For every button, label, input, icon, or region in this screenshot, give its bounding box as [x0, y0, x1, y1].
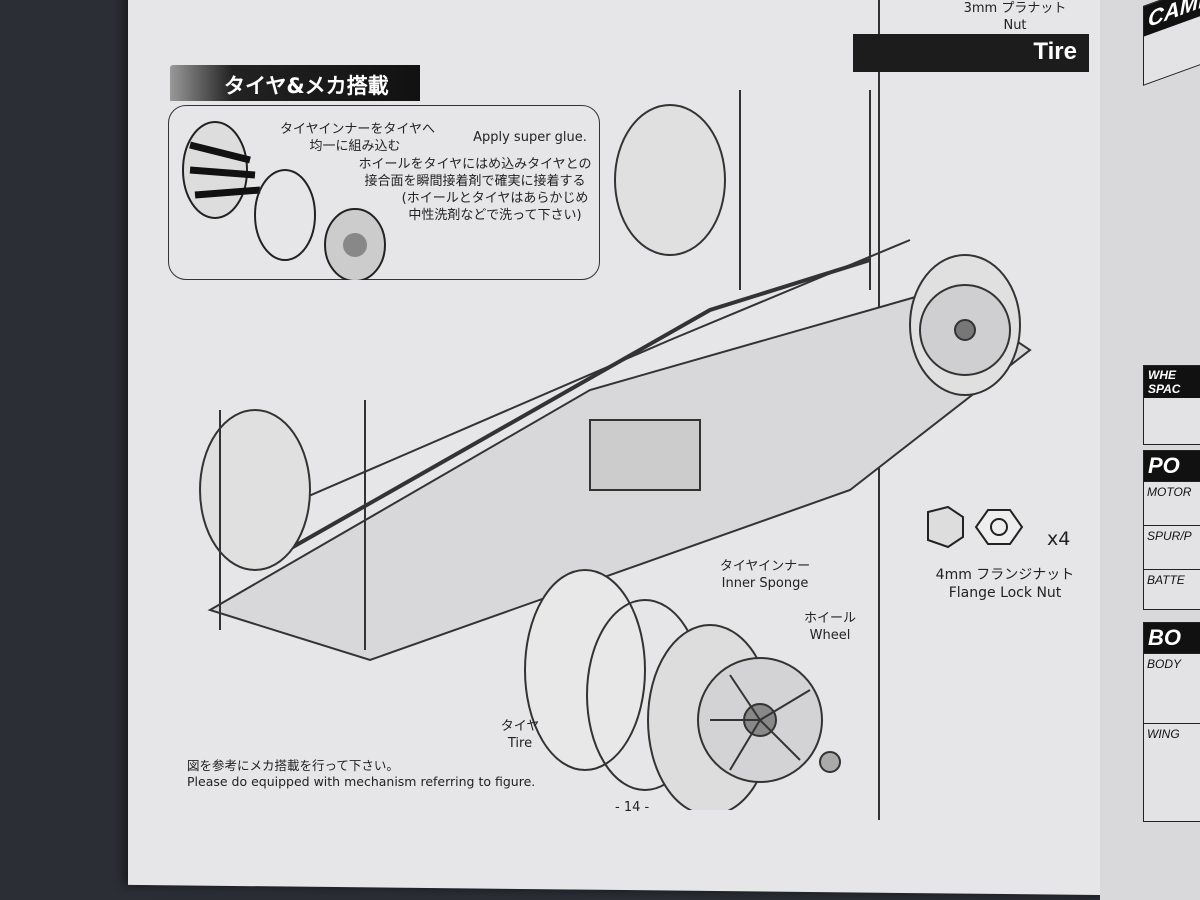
- battery-row: BATTE: [1144, 569, 1200, 613]
- callout-line-5: (ホイールとタイヤはあらかじめ: [401, 191, 589, 206]
- apply-glue: Apply super glue.: [473, 130, 587, 145]
- power-box: PO MOTOR SPUR/P BATTE: [1143, 450, 1200, 610]
- flange-nut-label: 4mm フランジナット Flange Lock Nut: [920, 566, 1090, 602]
- inner-jp: タイヤインナー: [719, 559, 811, 574]
- callout-box: [168, 105, 600, 280]
- wheel-jp: ホイール: [803, 611, 856, 626]
- tire-label: タイヤ Tire: [480, 718, 560, 752]
- callout-line-4: 接合面を瞬間接着剤で確実に接着する: [364, 174, 586, 189]
- wheel-spacer-box: WHE SPAC: [1143, 365, 1200, 445]
- page-number: - 14 -: [615, 800, 650, 815]
- body-row: BODY: [1144, 653, 1200, 723]
- chassis-illustration: [199, 90, 1032, 810]
- motor-row: MOTOR: [1144, 481, 1200, 525]
- nut-quantity: x4: [1047, 528, 1071, 550]
- nut-en-label: Flange Lock Nut: [948, 585, 1062, 601]
- callout-line-1: タイヤインナーをタイヤへ: [280, 122, 435, 137]
- body-box: BO BODY WING: [1143, 622, 1200, 822]
- wheel-en: Wheel: [809, 628, 851, 643]
- section-title: タイヤ&メカ搭載: [170, 65, 420, 101]
- wheel-spacer-header: WHE SPAC: [1144, 366, 1200, 398]
- camber-header: CAMB: [1144, 0, 1200, 37]
- inner-sponge-label: タイヤインナー Inner Sponge: [700, 558, 830, 592]
- tire-en: Tire: [507, 736, 533, 751]
- wing-row: WING: [1144, 723, 1200, 767]
- nut-jp: 3mm プラナット: [963, 1, 1067, 16]
- note-en: Please do equipped with mechanism referr…: [187, 774, 536, 789]
- callout-line-2: 均一に組み込む: [309, 139, 401, 154]
- note-jp: 図を参考にメカ搭載を行って下さい。: [187, 758, 399, 773]
- flange-nut-icon: [927, 505, 1024, 549]
- tire-section-bar: Tire: [853, 34, 1089, 72]
- body-header: BO: [1144, 623, 1200, 653]
- nut-jp-label: 4mm フランジナット: [935, 567, 1075, 583]
- nut-en: Nut: [1003, 18, 1027, 33]
- spur-row: SPUR/P: [1144, 525, 1200, 569]
- wheel-label: ホイール Wheel: [780, 610, 880, 644]
- callout-line-3: ホイールをタイヤにはめ込みタイヤとの: [358, 157, 592, 172]
- tire-assembly-icon: [182, 121, 386, 280]
- top-nut-label: 3mm プラナット Nut: [940, 0, 1090, 34]
- power-header: PO: [1144, 451, 1200, 481]
- callout-line-6: 中性洗剤などで洗って下さい): [408, 208, 582, 223]
- footer-note: 図を参考にメカ搭載を行って下さい。 Please do equipped wit…: [187, 758, 535, 790]
- inner-en: Inner Sponge: [721, 576, 809, 591]
- tire-jp: タイヤ: [500, 719, 540, 734]
